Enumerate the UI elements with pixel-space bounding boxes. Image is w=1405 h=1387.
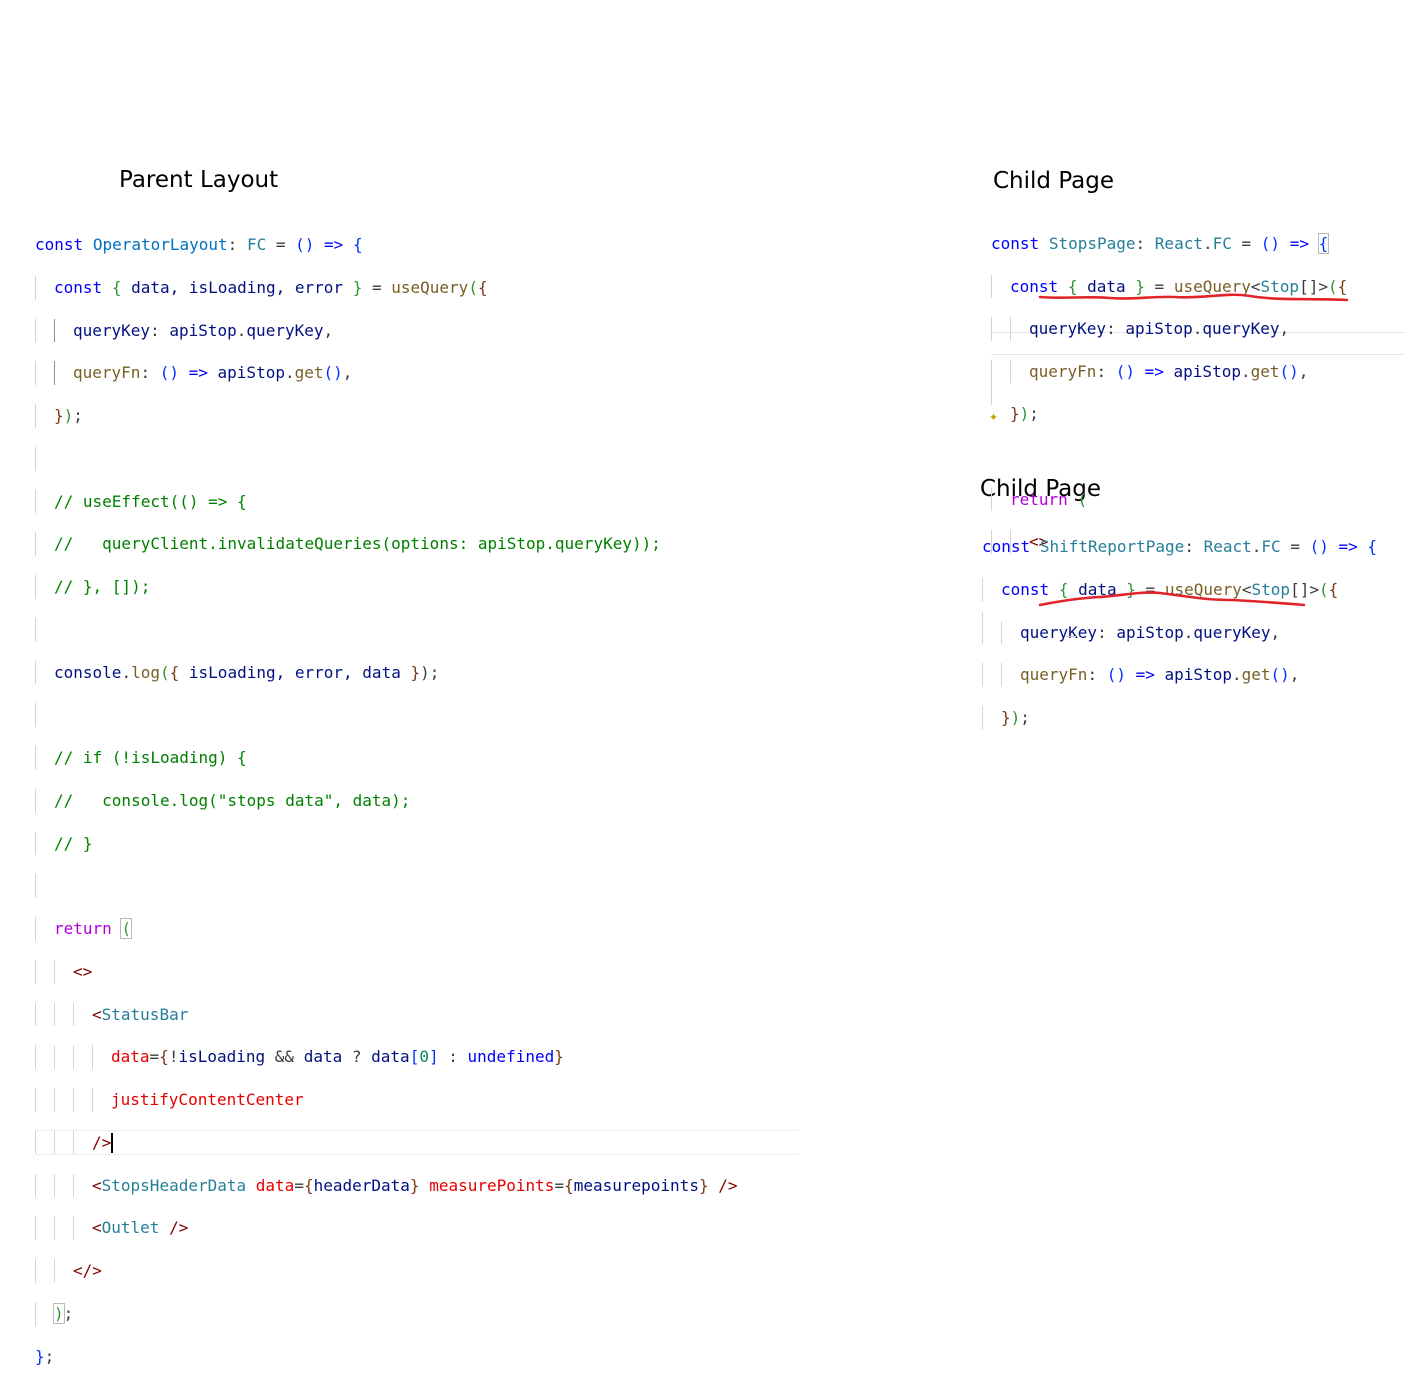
code-line: const OperatorLayout: FC = () => {: [35, 235, 363, 254]
code-line: [991, 445, 1347, 469]
code-line-struck: queryFn: () => apiStop.get(),: [991, 359, 1347, 384]
code-line: console.log({ isLoading, error, data });: [35, 660, 738, 685]
child-page-heading-2: Child Page: [980, 476, 1102, 502]
code-line: // if (!isLoading) {: [35, 746, 738, 770]
code-line: const { data } = useQuery<Stop[]>({: [982, 577, 1377, 602]
code-line: const StopsPage: React.FC = () => {: [991, 233, 1330, 254]
shift-report-page-code: const ShiftReportPage: React.FC = () => …: [982, 516, 1377, 749]
code-line: queryFn: () => apiStop.get(),: [35, 361, 738, 385]
indent-guide: [982, 612, 983, 637]
code-line-struck: queryFn: () => apiStop.get(),: [982, 663, 1377, 687]
code-line: ✦});: [989, 402, 1347, 426]
code-line: data={!isLoading && data ? data[0] : und…: [35, 1045, 738, 1069]
code-line: });: [982, 706, 1377, 730]
code-line: const { data, isLoading, error } = useQu…: [35, 275, 738, 300]
code-line: [35, 446, 738, 471]
code-line: <>: [991, 530, 1347, 554]
code-line: return (: [991, 487, 1347, 512]
code-line: justifyContentCenter: [35, 1088, 738, 1112]
code-line: // console.log("stops data", data);: [35, 788, 738, 813]
code-line: <StopsHeaderData data={headerData} measu…: [35, 1173, 738, 1198]
code-line: return (: [35, 917, 738, 941]
code-line-cursor[interactable]: />: [35, 1129, 799, 1155]
code-line: queryKey: apiStop.queryKey,: [991, 317, 1347, 341]
code-line: });: [35, 404, 738, 428]
sparkle-icon[interactable]: ✦: [989, 407, 999, 426]
code-line: );: [35, 1301, 738, 1326]
indent-guide: [991, 380, 992, 405]
code-line: [35, 617, 738, 642]
parent-layout-heading: Parent Layout: [119, 167, 279, 193]
code-line: // }: [35, 831, 738, 856]
stops-page-code: const StopsPage: React.FC = () => { cons…: [989, 213, 1347, 573]
code-line: queryKey: apiStop.queryKey,: [982, 620, 1377, 645]
code-line: const { data } = useQuery<Stop[]>({: [991, 274, 1347, 299]
code-line: [35, 703, 738, 727]
code-line: // useEffect(() => {: [35, 489, 738, 514]
parent-layout-code: const OperatorLayout: FC = () => { const…: [35, 214, 799, 1387]
code-line: // }, []);: [35, 575, 738, 599]
code-line: [35, 874, 738, 898]
code-line: };: [35, 1346, 55, 1366]
child-page-heading-1: Child Page: [993, 168, 1115, 194]
code-line: </>: [35, 1259, 738, 1283]
code-line: <StatusBar: [35, 1002, 738, 1027]
code-line: <Outlet />: [35, 1216, 738, 1240]
code-line: const ShiftReportPage: React.FC = () => …: [982, 537, 1378, 556]
editor-line-separator: [991, 354, 1405, 355]
text-cursor: [111, 1133, 114, 1154]
scroll-hint: [1066, 636, 1076, 639]
code-line: // queryClient.invalidateQueries(options…: [35, 532, 738, 556]
editor-line-separator: [991, 332, 1405, 333]
code-line: queryKey: apiStop.queryKey,: [35, 318, 738, 343]
code-line: <>: [35, 959, 738, 984]
